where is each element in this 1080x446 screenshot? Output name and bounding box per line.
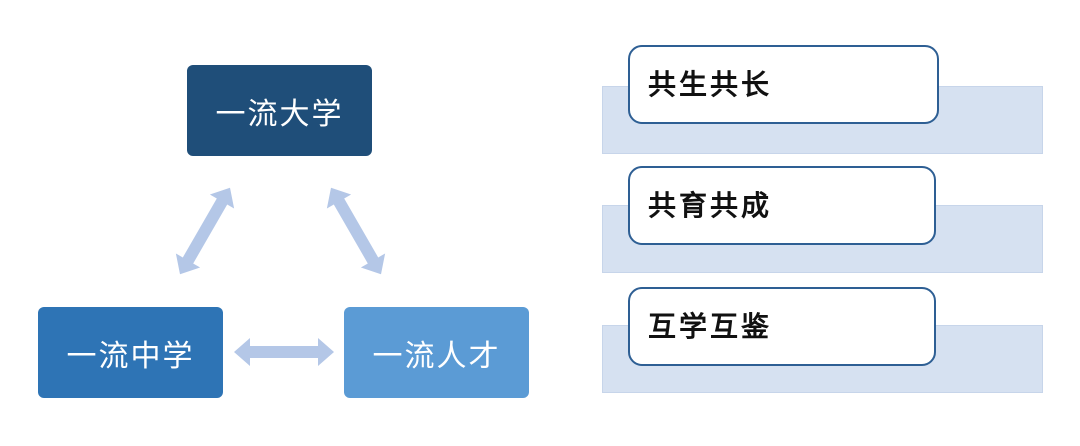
cycle-arrows bbox=[175, 187, 386, 366]
node-right-label: 一流人才 bbox=[372, 338, 501, 374]
list-item-2-label: 共育共成 bbox=[648, 189, 773, 222]
arrow-left-diagonal bbox=[175, 187, 235, 275]
list-item-2: 共育共成 bbox=[628, 166, 936, 245]
node-left-middle-school: 一流中学 bbox=[38, 307, 223, 398]
arrow-horizontal bbox=[234, 338, 334, 366]
node-left-label: 一流中学 bbox=[66, 338, 195, 374]
list-item-3-label: 互学互鉴 bbox=[648, 310, 773, 343]
node-top-label: 一流大学 bbox=[215, 96, 344, 132]
list-item-1-label: 共生共长 bbox=[648, 68, 773, 101]
node-top-university: 一流大学 bbox=[187, 65, 372, 156]
arrow-right-diagonal bbox=[326, 187, 386, 275]
list-item-1: 共生共长 bbox=[628, 45, 939, 124]
list-item-3: 互学互鉴 bbox=[628, 287, 936, 366]
node-right-talent: 一流人才 bbox=[344, 307, 529, 398]
